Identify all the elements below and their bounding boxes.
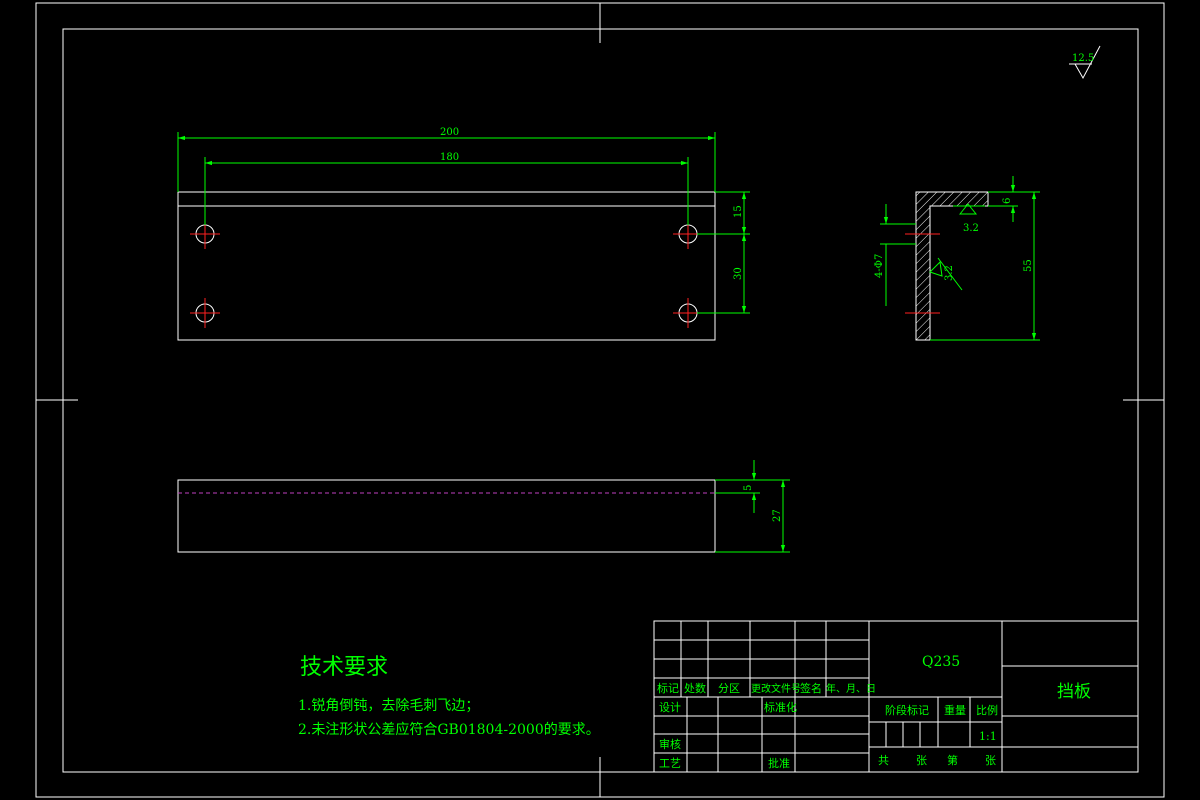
dimension-vertical: 15 30 bbox=[697, 191, 750, 314]
approve-label: 批准 bbox=[768, 756, 790, 770]
sheet-unit-label: 张 bbox=[985, 754, 996, 767]
review-label: 审核 bbox=[659, 737, 681, 751]
mounting-holes bbox=[190, 219, 703, 328]
note-item-2: 2.未注形状公差应符合GB01804-2000的要求。 bbox=[298, 721, 600, 738]
dim-30-label: 30 bbox=[733, 267, 744, 280]
header-mark: 标记 bbox=[657, 681, 679, 695]
header-count: 处数 bbox=[684, 682, 706, 695]
dim-15-label: 15 bbox=[733, 205, 744, 218]
header-change-doc: 更改文件号 bbox=[751, 682, 801, 695]
header-zone: 分区 bbox=[718, 682, 740, 695]
roughness-label-1: 3.2 bbox=[963, 223, 979, 234]
roughness-symbol-value: 12.5 bbox=[1072, 53, 1094, 64]
weight-label: 重量 bbox=[944, 703, 966, 717]
sheet-no-label: 第 bbox=[947, 753, 958, 767]
top-view: 5 27 bbox=[177, 460, 790, 553]
dim-hole-label: 4-Φ7 bbox=[874, 254, 885, 278]
part-name: 挡板 bbox=[1057, 682, 1091, 702]
scale-value: 1:1 bbox=[979, 730, 997, 743]
dim-27-label: 27 bbox=[772, 509, 783, 522]
notes-title: 技术要求 bbox=[300, 655, 388, 680]
dim-6-label: 6 bbox=[1002, 198, 1013, 204]
design-label: 设计 bbox=[659, 701, 681, 714]
dimension-overall-length: 200 bbox=[177, 127, 716, 192]
header-date: 年、月、日 bbox=[826, 682, 876, 695]
dim-5-label: 5 bbox=[743, 485, 754, 491]
roughness-label-2: 3.2 bbox=[944, 265, 955, 281]
dim-200-label: 200 bbox=[440, 127, 459, 138]
sheet-border bbox=[35, 2, 1165, 798]
title-block: Q235 挡板 标记 处数 分区 更改文件号 签名 年、月、日 设计 标准化 审… bbox=[653, 620, 1139, 773]
stage-mark-label: 阶段标记 bbox=[885, 703, 929, 717]
process-label: 工艺 bbox=[659, 757, 681, 770]
technical-notes: 技术要求 1.锐角倒钝，去除毛刺飞边； 2.未注形状公差应符合GB01804-2… bbox=[298, 655, 600, 738]
front-view: 200 180 15 30 bbox=[177, 127, 750, 341]
sheets-total-label: 共 bbox=[878, 754, 889, 767]
roughness-symbol: 12.5 bbox=[1069, 45, 1101, 80]
standardize-label: 标准化 bbox=[764, 700, 797, 714]
note-item-1: 1.锐角倒钝，去除毛刺飞边； bbox=[298, 698, 479, 714]
dim-180-label: 180 bbox=[440, 152, 459, 163]
dimension-hole-spacing: 180 bbox=[204, 152, 689, 225]
header-sign: 签名 bbox=[800, 681, 822, 695]
dim-55-label: 55 bbox=[1023, 259, 1034, 272]
side-view: 6 55 4-Φ7 3.2 3.2 bbox=[874, 176, 1040, 341]
material-label: Q235 bbox=[922, 654, 960, 670]
sheets-unit-label: 张 bbox=[916, 754, 927, 767]
scale-label: 比例 bbox=[976, 703, 998, 717]
